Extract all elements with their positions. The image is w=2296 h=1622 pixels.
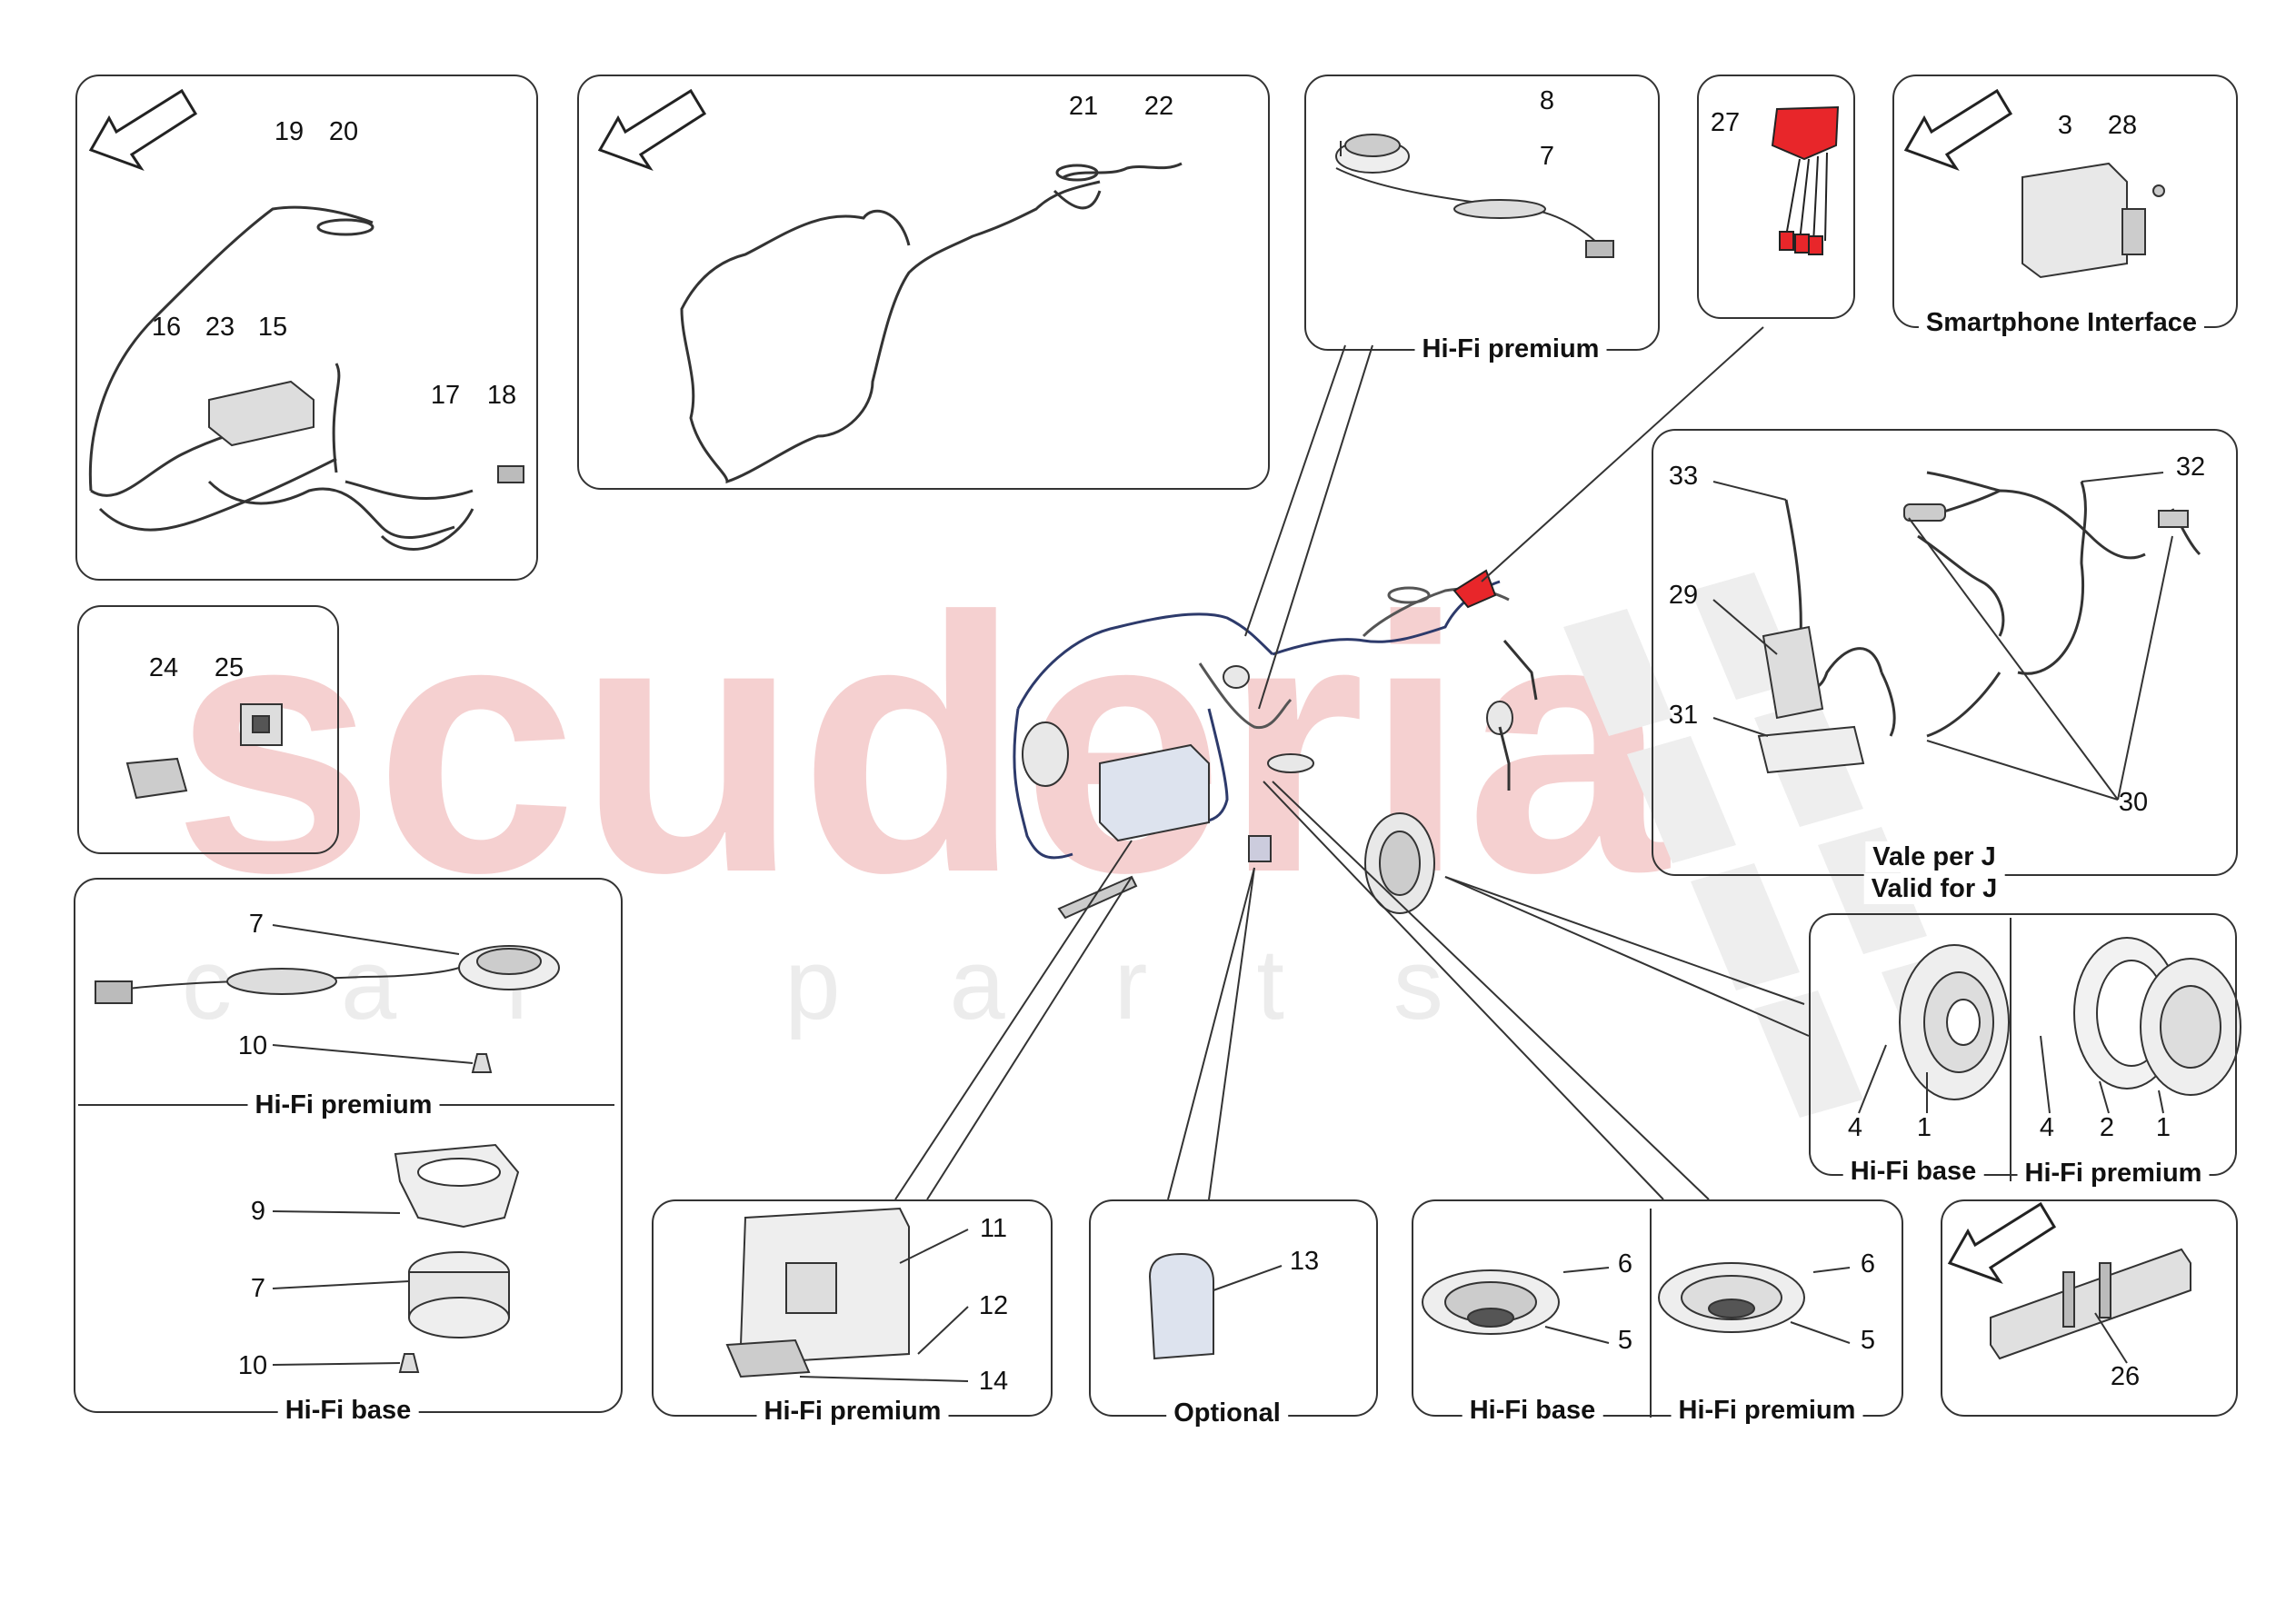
callout-31: 31 <box>1668 701 1699 730</box>
caption-hifi-base-8: Hi-Fi base <box>277 1395 419 1426</box>
leader-lines-12 <box>1544 1267 1851 1344</box>
callout-7-premium: 7 <box>248 910 265 939</box>
callout-6-base: 6 <box>1617 1249 1633 1279</box>
callout-12: 12 <box>978 1291 1009 1320</box>
center-module-13 <box>1248 835 1272 862</box>
panel-2 <box>577 75 1270 490</box>
callout-33: 33 <box>1668 462 1699 491</box>
center-harness-detail <box>1198 586 1510 730</box>
panel-9 <box>1809 913 2237 1176</box>
panel-8 <box>74 878 623 1413</box>
leader-lines-9 <box>1858 1035 2164 1114</box>
center-antenna <box>1452 569 1497 609</box>
center-small-parts <box>1498 640 1538 791</box>
callout-21: 21 <box>1068 92 1099 121</box>
callout-8: 8 <box>1539 86 1555 115</box>
callout-5-base: 5 <box>1617 1326 1633 1355</box>
caption-smartphone-interface: Smartphone Interface <box>1918 307 2205 338</box>
panel-13 <box>1941 1199 2238 1417</box>
callout-15: 15 <box>257 313 288 342</box>
panel-3 <box>1304 75 1660 351</box>
switch-drawing <box>125 703 283 800</box>
callout-10-base: 10 <box>237 1351 268 1380</box>
caption-hifi-premium-3: Hi-Fi premium <box>1414 333 1607 364</box>
callout-4-base: 4 <box>1847 1113 1863 1142</box>
callout-17: 17 <box>430 381 461 410</box>
panel-11 <box>1089 1199 1378 1417</box>
callout-6-premium: 6 <box>1860 1249 1876 1279</box>
smartphone-interface-module <box>2021 162 2165 279</box>
panel-4 <box>1697 75 1855 319</box>
panel-1 <box>75 75 538 581</box>
caption-vale-per-j: Vale per J <box>1865 841 2003 872</box>
panel-12 <box>1412 1199 1903 1417</box>
connector-18 <box>497 465 524 483</box>
center-module-26 <box>1057 875 1138 920</box>
arrow-icon <box>88 88 2057 1284</box>
callout-7-base: 7 <box>250 1274 266 1303</box>
callout-7: 7 <box>1539 142 1555 171</box>
module-drawing-13 <box>1990 1248 2191 1360</box>
callout-24: 24 <box>148 653 179 682</box>
caption-hifi-premium-8: Hi-Fi premium <box>247 1090 440 1120</box>
callout-4-premium: 4 <box>2039 1113 2055 1142</box>
callout-25: 25 <box>214 653 245 682</box>
tweeter-drawing-8 <box>95 945 560 1373</box>
module-31 <box>1757 725 1865 774</box>
leader-lines-7 <box>1712 472 2173 801</box>
module-29 <box>1762 625 1824 720</box>
caption-hifi-premium-12: Hi-Fi premium <box>1671 1395 1863 1426</box>
callout-5-premium: 5 <box>1860 1326 1876 1355</box>
antenna-drawing <box>1771 105 1840 255</box>
caption-hifi-premium-10: Hi-Fi premium <box>756 1396 949 1427</box>
caption-valid-for-j: Valid for J <box>1863 873 2005 904</box>
caption-hifi-base-9: Hi-Fi base <box>1842 1156 1984 1187</box>
center-harness <box>1013 580 1501 860</box>
harness-drawing-2 <box>680 162 1183 484</box>
harness-connector-7a <box>1903 503 1946 522</box>
callout-1-base: 1 <box>1916 1113 1932 1142</box>
speaker-drawing-3 <box>1335 134 1614 258</box>
speaker-drawing-12 <box>1422 1262 1805 1335</box>
caption-hifi-premium-9: Hi-Fi premium <box>2017 1158 2210 1189</box>
caption-hifi-base-12: Hi-Fi base <box>1462 1395 1603 1426</box>
leader-line-13 <box>2094 1312 2128 1364</box>
center-amplifier <box>1099 743 1210 842</box>
panel-7 <box>1652 429 2238 876</box>
callout-13: 13 <box>1289 1247 1320 1276</box>
harness-drawing-1 <box>88 205 474 551</box>
callout-14: 14 <box>978 1367 1009 1396</box>
leader-lines-10 <box>799 1229 969 1382</box>
callout-22: 22 <box>1143 92 1174 121</box>
center-speakers <box>1022 665 1513 914</box>
callout-30: 30 <box>2118 788 2149 817</box>
callout-27: 27 <box>1710 108 1741 137</box>
callout-1-premium: 1 <box>2155 1113 2171 1142</box>
callout-18: 18 <box>486 381 517 410</box>
callout-28: 28 <box>2107 111 2138 140</box>
speaker-drawing-9 <box>1899 937 2241 1100</box>
callout-19: 19 <box>274 117 304 146</box>
caption-optional: Optional <box>1166 1398 1288 1428</box>
callout-9: 9 <box>250 1197 266 1226</box>
callout-10-premium: 10 <box>237 1031 268 1060</box>
callout-32: 32 <box>2175 453 2206 482</box>
leader-line-11 <box>1213 1265 1283 1291</box>
amplifier-module <box>208 380 314 447</box>
module-drawing-11 <box>1148 1252 1214 1360</box>
callout-11: 11 <box>979 1214 1008 1243</box>
module-drawing-10 <box>725 1207 910 1378</box>
connector-32 <box>2158 510 2189 528</box>
callout-29: 29 <box>1668 581 1699 610</box>
panel-6 <box>77 605 339 854</box>
callout-23: 23 <box>205 313 235 342</box>
leader-lines <box>894 326 1810 1200</box>
callout-2-premium: 2 <box>2099 1113 2115 1142</box>
leader-lines-8 <box>272 924 474 1366</box>
callout-26: 26 <box>2110 1362 2141 1391</box>
callout-16: 16 <box>151 313 182 342</box>
callout-3: 3 <box>2057 111 2073 140</box>
callout-20: 20 <box>328 117 359 146</box>
